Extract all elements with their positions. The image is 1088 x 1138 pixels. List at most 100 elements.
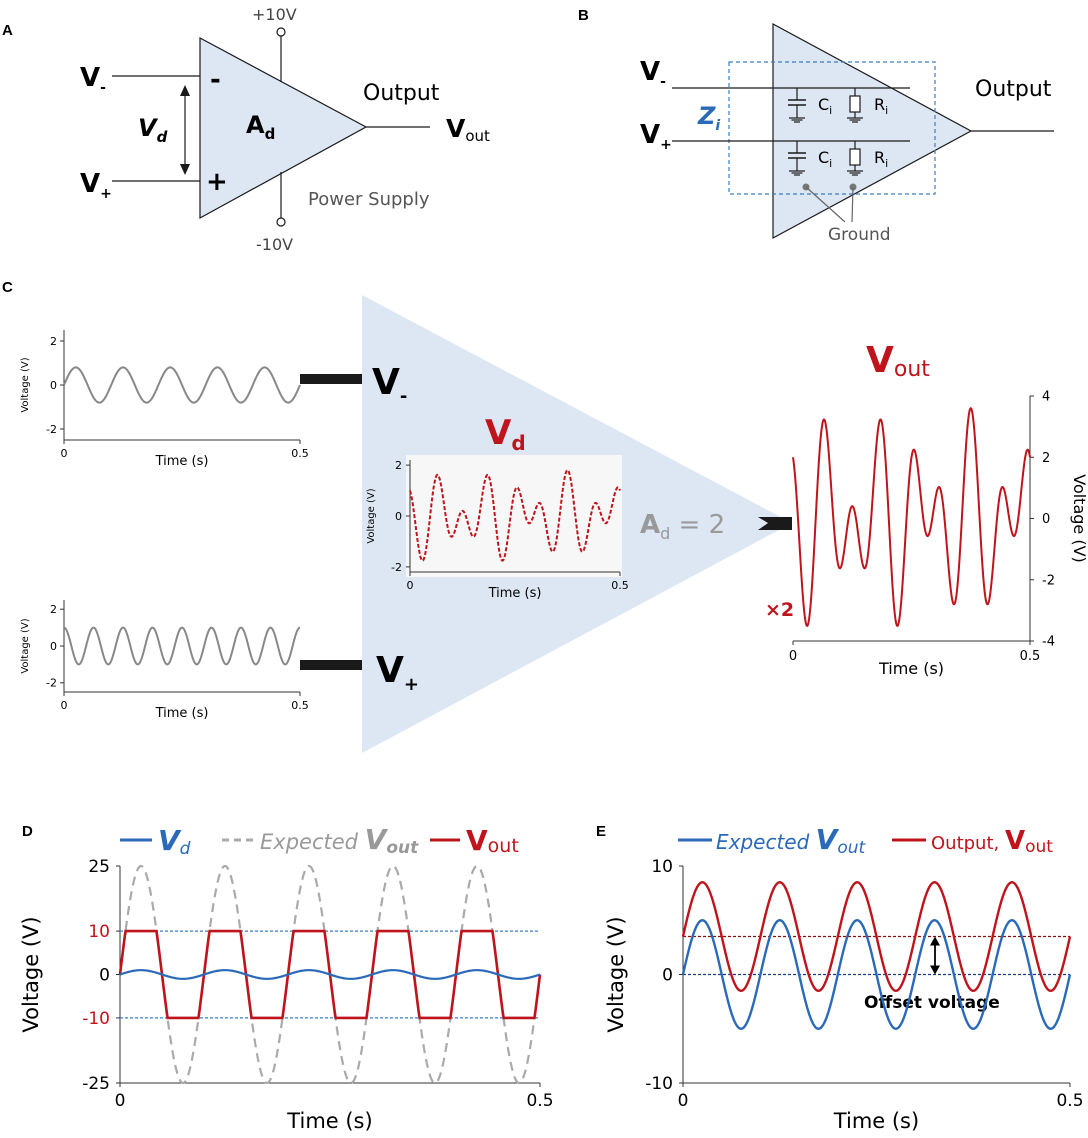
y-tick-label: 0 (50, 379, 57, 392)
offset-voltage-label: Offset voltage (864, 993, 1000, 1013)
x-tick-label: 0 (407, 579, 414, 592)
opamp-triangle-a (199, 36, 368, 220)
c-v-minus-lead (300, 374, 362, 384)
legend-d-vd: Vd (158, 824, 191, 859)
output-vout-waveform (681, 881, 1072, 992)
y-tick-label: -10 (645, 1074, 673, 1094)
y-tick-label: 25 (88, 857, 110, 877)
y-tick-label: 2 (50, 603, 57, 616)
b-ri-label-2: Ri (874, 148, 888, 170)
x-tick-label: 0.5 (526, 1091, 553, 1111)
y-tick-label: 0 (395, 510, 402, 523)
a-output-label: Output (363, 81, 440, 106)
vd-waveform (119, 969, 541, 980)
supply-neg-terminal (276, 217, 286, 227)
panel-e: E Expected Vout Output, Vout Offset volt… (596, 823, 1053, 1013)
x-tick-label: 0 (115, 1091, 126, 1111)
y-tick-label: 10 (88, 922, 110, 942)
b-ri-label-1: Ri (874, 95, 888, 117)
panel-d: D Vd Expected Vout Vout (22, 823, 519, 859)
y-tick-label: -2 (1042, 573, 1055, 588)
x-tick-label: 0 (61, 699, 68, 712)
b-v-minus-label: V- (640, 57, 666, 90)
b-v-plus-label: V+ (640, 120, 672, 153)
y-tick-label: -4 (1042, 635, 1055, 650)
legend-d-expected: Expected Vout (260, 823, 419, 858)
y-axis-title: Voltage (V) (20, 618, 31, 673)
a-supply-neg: -10V (256, 235, 293, 254)
y-tick-label: -2 (46, 423, 57, 436)
c-v-plus-lead (300, 660, 362, 670)
c-vout-title: Vout (866, 340, 930, 382)
y-axis-title: Voltage (V) (19, 916, 43, 1032)
a-plus-sign: + (206, 167, 228, 197)
x-axis-title: Time (s) (155, 454, 209, 469)
x-tick-label: 0 (61, 447, 68, 460)
x-axis-title: Time (s) (286, 1109, 372, 1133)
x-tick-label: 0.5 (611, 579, 629, 592)
panel-c-label: C (2, 279, 13, 296)
c-vd-title: Vd (485, 413, 526, 455)
c-v-minus-label: V- (372, 362, 407, 407)
expected-vout-waveform (681, 919, 1072, 1030)
v-minus-waveform (63, 366, 301, 404)
y-axis-title: Voltage (V) (604, 916, 628, 1032)
vd-waveform (409, 469, 621, 562)
y-tick-label: -25 (82, 1074, 110, 1094)
panel-c: C V- V+ Vd Ad = 2 Vout ×2 (2, 279, 930, 753)
x-tick-label: 0 (789, 649, 797, 664)
panel-b: B Ground V- V+ Zi Ci Ci Ri Ri Output (578, 7, 1054, 245)
y-tick-label: 0 (50, 640, 57, 653)
resistor (849, 148, 861, 166)
x-axis-title: Time (s) (155, 706, 209, 721)
x-tick-label: 0 (678, 1091, 689, 1111)
legend-e-output: Output, Vout (931, 826, 1053, 857)
y-tick-label: 0 (99, 965, 110, 985)
b-zi-label: Zi (697, 102, 720, 134)
y-tick-label: 10 (651, 857, 673, 877)
y-tick-label: -10 (82, 1009, 110, 1029)
c-gain-label: Ad = 2 (640, 510, 725, 543)
c-output-lead (758, 517, 792, 530)
x-axis-title: Time (s) (878, 659, 944, 678)
a-vout-label: Vout (446, 114, 490, 145)
supply-pos-terminal (276, 27, 286, 37)
vout-waveform (792, 407, 1031, 628)
v-plus-waveform (63, 626, 301, 666)
a-power-supply-label: Power Supply (308, 189, 430, 210)
b-ci-label-1: Ci (818, 95, 832, 117)
resistor (849, 95, 861, 113)
x-axis-title: Time (s) (833, 1109, 919, 1133)
x-tick-label: 0.5 (291, 699, 309, 712)
legend-e-expected: Expected Vout (716, 823, 867, 858)
b-ground-label: Ground (828, 225, 891, 245)
a-gain-label: Ad (246, 111, 275, 143)
y-axis-title: Voltage (V) (20, 357, 31, 412)
a-supply-pos: +10V (252, 5, 297, 24)
panel-d-label: D (22, 823, 33, 840)
a-minus-sign: - (210, 65, 221, 95)
c-v-plus-label: V+ (376, 650, 419, 695)
input-impedance-network (788, 88, 863, 176)
x-axis-title: Time (s) (488, 586, 542, 601)
zi-dashed-box (728, 61, 936, 195)
y-tick-label: 2 (50, 335, 57, 348)
x-tick-label: 0.5 (291, 447, 309, 460)
panel-a-label: A (2, 22, 13, 39)
y-axis-title: Voltage (V) (1070, 474, 1088, 563)
y-tick-label: 4 (1042, 390, 1050, 405)
offset-arrow-head (930, 965, 940, 975)
y-tick-label: -2 (391, 561, 402, 574)
y-axis-title: Voltage (V) (366, 488, 377, 543)
legend-d-vout: Vout (466, 824, 519, 857)
x-tick-label: 0.5 (1020, 649, 1041, 664)
a-v-plus-label: V+ (80, 169, 112, 202)
